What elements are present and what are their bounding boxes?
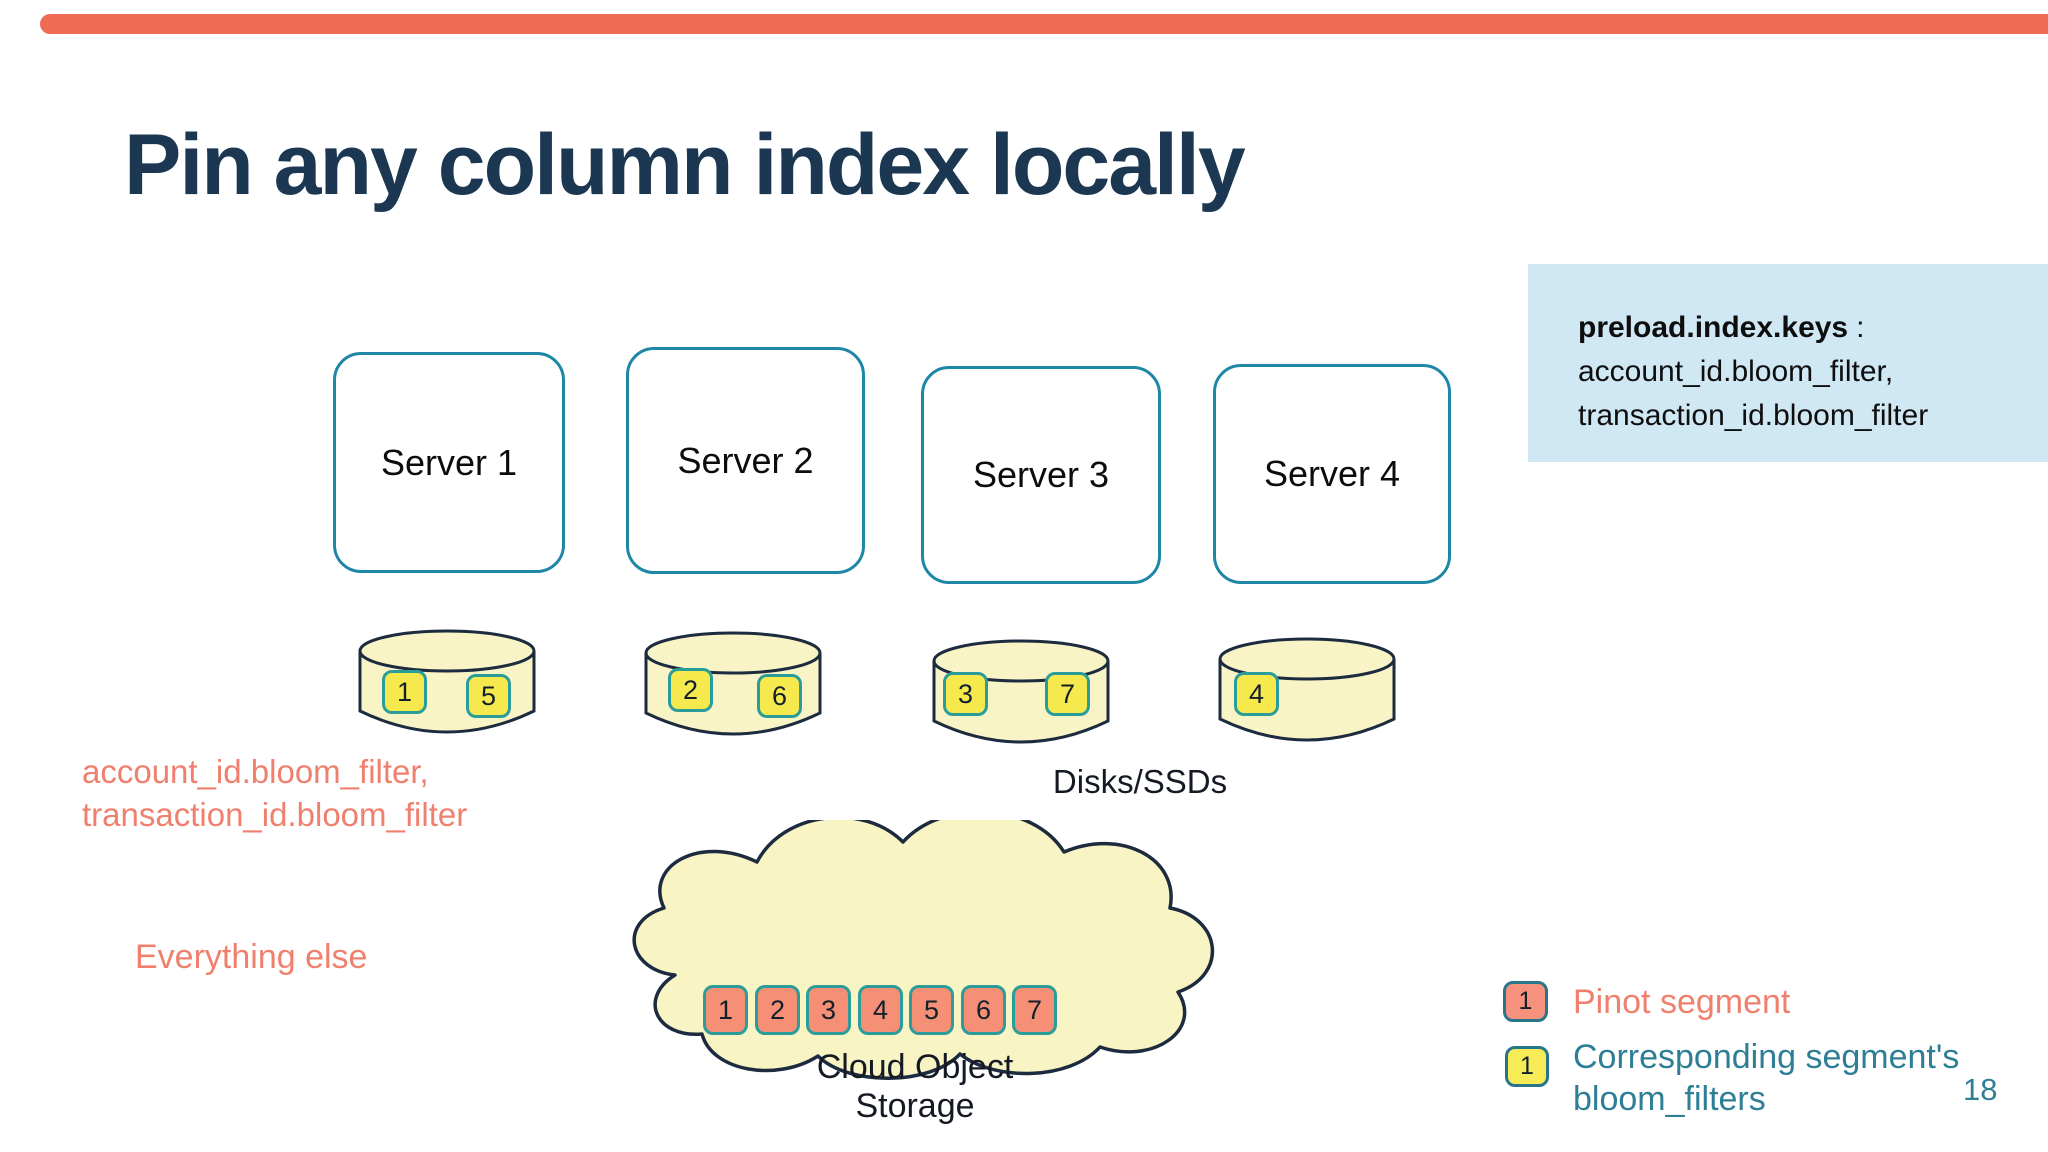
callout-heading-line: preload.index.keys: xyxy=(1578,306,2048,350)
page-number: 18 xyxy=(1963,1072,1998,1107)
pinot-segment-chip: 4 xyxy=(858,985,903,1035)
legend-bloom-filter-label: Corresponding segment's bloom_filters xyxy=(1573,1036,1959,1120)
server-box-4: Server 4 xyxy=(1213,364,1451,584)
cloud-object-storage-label: Cloud Object Storage xyxy=(816,1048,1014,1125)
cloud-object-storage: 1 2 3 4 5 6 7 xyxy=(600,820,1230,1100)
disk-cylinder-1: 1 5 xyxy=(357,626,537,738)
legend-pinot-segment-label: Pinot segment xyxy=(1573,983,1791,1021)
legend-bloom-filter-label-line-1: Corresponding segment's xyxy=(1573,1038,1960,1076)
callout-value-line-2: transaction_id.bloom_filter xyxy=(1578,399,1929,432)
disk-cylinder-4: 4 xyxy=(1217,634,1397,746)
legend-pinot-segment-swatch: 1 xyxy=(1503,981,1548,1022)
pinot-segment-chip: 6 xyxy=(961,985,1006,1035)
server-2-label: Server 2 xyxy=(677,439,814,481)
callout-config-key: preload.index.keys xyxy=(1578,311,1849,344)
bloom-filter-chip: 3 xyxy=(943,672,988,716)
page-title: Pin any column index locally xyxy=(124,117,1246,213)
server-4-label: Server 4 xyxy=(1263,453,1401,494)
bloom-filter-chip: 4 xyxy=(1234,672,1279,716)
bloom-filter-chip: 2 xyxy=(668,668,713,712)
server-1-label: Server 1 xyxy=(380,441,518,483)
bloom-filter-chip: 5 xyxy=(466,674,511,718)
disk-cylinder-3: 3 7 xyxy=(931,636,1111,748)
disk-cylinder-2: 2 6 xyxy=(643,628,823,740)
bloom-filter-chip: 7 xyxy=(1045,672,1090,716)
server-box-1: Server 1 xyxy=(333,352,565,573)
pinned-line-2: transaction_id.bloom_filter xyxy=(82,796,468,833)
pinot-segment-chip: 3 xyxy=(806,985,851,1035)
legend-bloom-filter-label-line-2: bloom_filters xyxy=(1573,1080,1766,1118)
pinot-segment-chip: 7 xyxy=(1012,985,1057,1035)
server-box-3: Server 3 xyxy=(921,366,1161,584)
pinned-indexes-annotation: account_id.bloom_filter, transaction_id.… xyxy=(82,750,467,836)
pinot-segment-chip: 1 xyxy=(703,985,748,1035)
callout-value-line-1: account_id.bloom_filter, xyxy=(1578,355,1894,388)
server-box-2: Server 2 xyxy=(626,347,865,574)
pinot-segment-chip: 2 xyxy=(755,985,800,1035)
server-3-label: Server 3 xyxy=(972,454,1110,495)
top-progress-bar xyxy=(40,14,2048,34)
pinned-line-1: account_id.bloom_filter, xyxy=(82,753,429,790)
pinot-segment-chip: 5 xyxy=(909,985,954,1035)
callout-separator: : xyxy=(1856,311,1865,344)
everything-else-annotation: Everything else xyxy=(135,938,368,976)
legend-bloom-filter-swatch: 1 xyxy=(1505,1046,1549,1087)
config-callout: preload.index.keys: account_id.bloom_fil… xyxy=(1528,264,2048,462)
bloom-filter-chip: 1 xyxy=(382,670,427,714)
disks-ssds-label: Disks/SSDs xyxy=(1052,763,1228,800)
bloom-filter-chip: 6 xyxy=(757,674,802,718)
